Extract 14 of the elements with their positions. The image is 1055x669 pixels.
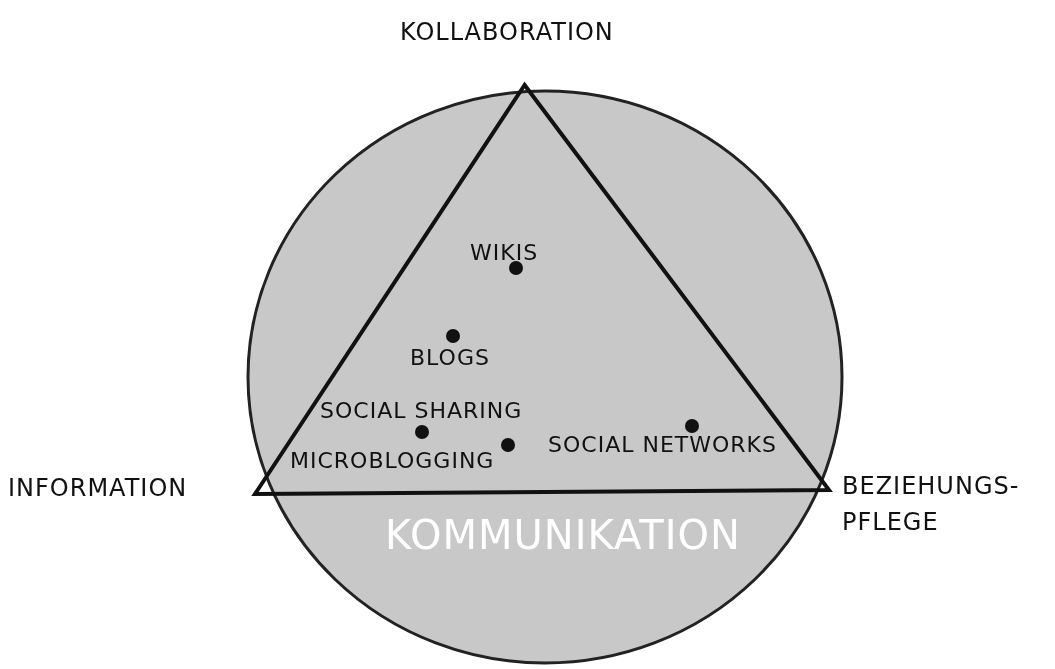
dot (509, 261, 523, 275)
dot-label: SOCIAL SHARING (320, 398, 523, 423)
dot-label: WIKIS (470, 240, 539, 265)
triangle (252, 82, 832, 497)
dot (446, 329, 460, 343)
dot-label: SOCIAL NETWORKS (548, 432, 777, 457)
dot-label: BLOGS (410, 345, 490, 370)
dot (501, 438, 515, 452)
dot-label: MICROBLOGGING (290, 448, 495, 473)
vertex-label: BEZIEHUNGS- PFLEGE (842, 471, 1021, 538)
dot (685, 419, 699, 433)
vertex-label: INFORMATION (8, 474, 188, 502)
dot (415, 425, 429, 439)
vertex-label: KOLLABORATION (400, 18, 614, 46)
